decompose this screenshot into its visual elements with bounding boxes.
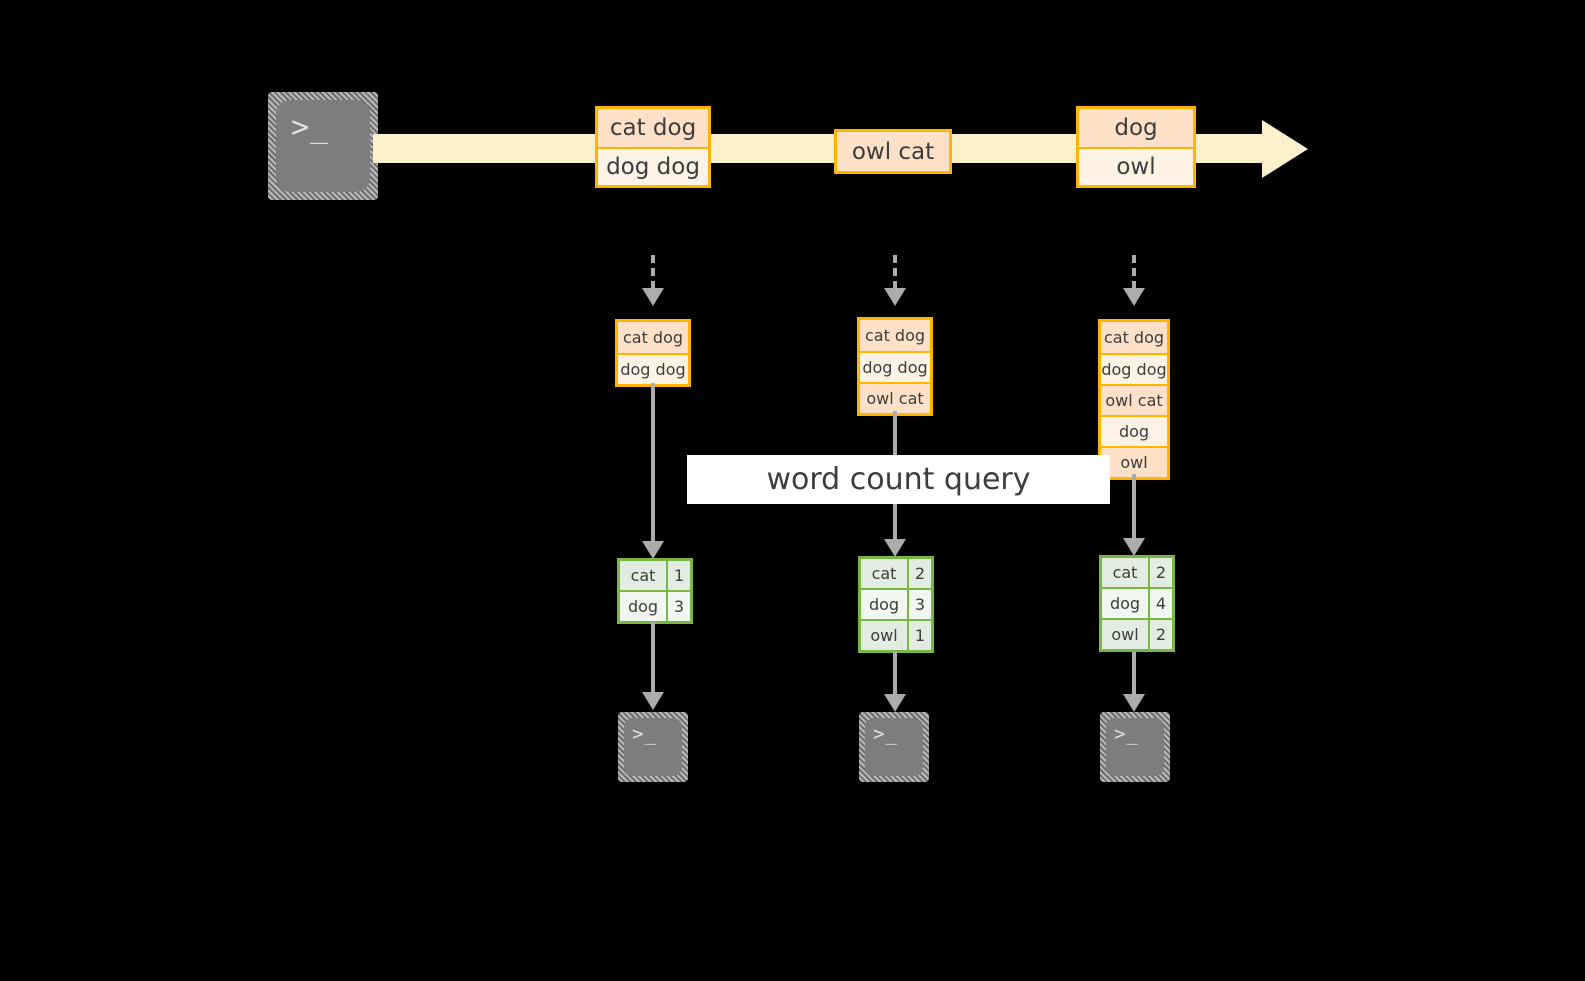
dashed-connector-1 bbox=[651, 255, 655, 289]
sink-connector-1 bbox=[651, 622, 655, 700]
table-row: owl 1 bbox=[861, 619, 931, 650]
table-row: dog 4 bbox=[1102, 587, 1172, 618]
result-word: dog bbox=[861, 590, 907, 619]
dashed-connector-2-head bbox=[884, 288, 906, 306]
query-label: word count query bbox=[687, 455, 1110, 504]
result-word: cat bbox=[1102, 558, 1148, 587]
terminal-screen: >_ bbox=[624, 718, 682, 776]
terminal-prompt-glyph: >_ bbox=[873, 722, 898, 745]
stack-row: dog dog bbox=[1101, 353, 1167, 384]
dashed-connector-3 bbox=[1132, 255, 1136, 289]
stream-batch-1: cat dog dog dog bbox=[595, 106, 711, 188]
table-row: cat 2 bbox=[1102, 558, 1172, 587]
result-word: dog bbox=[1102, 589, 1148, 618]
result-count: 2 bbox=[1148, 558, 1172, 587]
result-word: dog bbox=[620, 592, 666, 621]
stack-row: dog dog bbox=[618, 353, 688, 384]
result-word: owl bbox=[1102, 620, 1148, 649]
query-connector-3 bbox=[1132, 474, 1136, 548]
source-terminal-icon: >_ bbox=[268, 92, 378, 200]
sink-terminal-icon-2: >_ bbox=[859, 712, 929, 782]
sink-connector-1-head bbox=[642, 692, 664, 710]
stream-event: cat dog bbox=[598, 109, 708, 147]
terminal-prompt-glyph: >_ bbox=[1114, 722, 1139, 745]
stream-event: owl bbox=[1079, 147, 1193, 185]
dashed-connector-1-head bbox=[642, 288, 664, 306]
sink-connector-3-head bbox=[1123, 694, 1145, 712]
stack-row: owl cat bbox=[860, 382, 930, 413]
stack-row: dog bbox=[1101, 415, 1167, 446]
event-stream-arrow-head bbox=[1262, 120, 1308, 178]
terminal-screen: >_ bbox=[276, 100, 370, 192]
stream-batch-3: dog owl bbox=[1076, 106, 1196, 188]
stream-event: owl cat bbox=[837, 132, 949, 171]
table-row: cat 2 bbox=[861, 559, 931, 588]
result-table-1: cat 1 dog 3 bbox=[617, 558, 693, 624]
result-count: 2 bbox=[907, 559, 931, 588]
result-word: owl bbox=[861, 621, 907, 650]
query-connector-3-head bbox=[1123, 538, 1145, 556]
accumulated-stack-2: cat dog dog dog owl cat bbox=[857, 317, 933, 416]
stack-row: owl cat bbox=[1101, 384, 1167, 415]
table-row: owl 2 bbox=[1102, 618, 1172, 649]
result-word: cat bbox=[861, 559, 907, 588]
terminal-prompt-glyph: >_ bbox=[632, 722, 657, 745]
query-label-text: word count query bbox=[766, 462, 1031, 497]
table-row: cat 1 bbox=[620, 561, 690, 590]
sink-terminal-icon-3: >_ bbox=[1100, 712, 1170, 782]
result-count: 1 bbox=[907, 621, 931, 650]
result-count: 1 bbox=[666, 561, 690, 590]
stack-row: owl bbox=[1101, 446, 1167, 477]
dashed-connector-3-head bbox=[1123, 288, 1145, 306]
query-connector-1 bbox=[651, 383, 655, 551]
result-table-3: cat 2 dog 4 owl 2 bbox=[1099, 555, 1175, 652]
stack-row: cat dog bbox=[860, 320, 930, 351]
result-word: cat bbox=[620, 561, 666, 590]
table-row: dog 3 bbox=[861, 588, 931, 619]
query-connector-2-head bbox=[884, 539, 906, 557]
result-count: 2 bbox=[1148, 620, 1172, 649]
result-table-2: cat 2 dog 3 owl 1 bbox=[858, 556, 934, 653]
sink-terminal-icon-1: >_ bbox=[618, 712, 688, 782]
stack-row: cat dog bbox=[1101, 322, 1167, 353]
query-connector-1-head bbox=[642, 541, 664, 559]
sink-connector-2 bbox=[893, 652, 897, 702]
accumulated-stack-3: cat dog dog dog owl cat dog owl bbox=[1098, 319, 1170, 480]
terminal-screen: >_ bbox=[1106, 718, 1164, 776]
sink-connector-2-head bbox=[884, 694, 906, 712]
result-count: 3 bbox=[666, 592, 690, 621]
accumulated-stack-1: cat dog dog dog bbox=[615, 319, 691, 387]
result-count: 3 bbox=[907, 590, 931, 619]
stream-batch-2: owl cat bbox=[834, 129, 952, 174]
table-row: dog 3 bbox=[620, 590, 690, 621]
terminal-screen: >_ bbox=[865, 718, 923, 776]
result-count: 4 bbox=[1148, 589, 1172, 618]
terminal-prompt-glyph: >_ bbox=[291, 109, 330, 145]
stack-row: dog dog bbox=[860, 351, 930, 382]
stream-event: dog dog bbox=[598, 147, 708, 185]
dashed-connector-2 bbox=[893, 255, 897, 289]
sink-connector-3 bbox=[1132, 652, 1136, 702]
stream-event: dog bbox=[1079, 109, 1193, 147]
stack-row: cat dog bbox=[618, 322, 688, 353]
